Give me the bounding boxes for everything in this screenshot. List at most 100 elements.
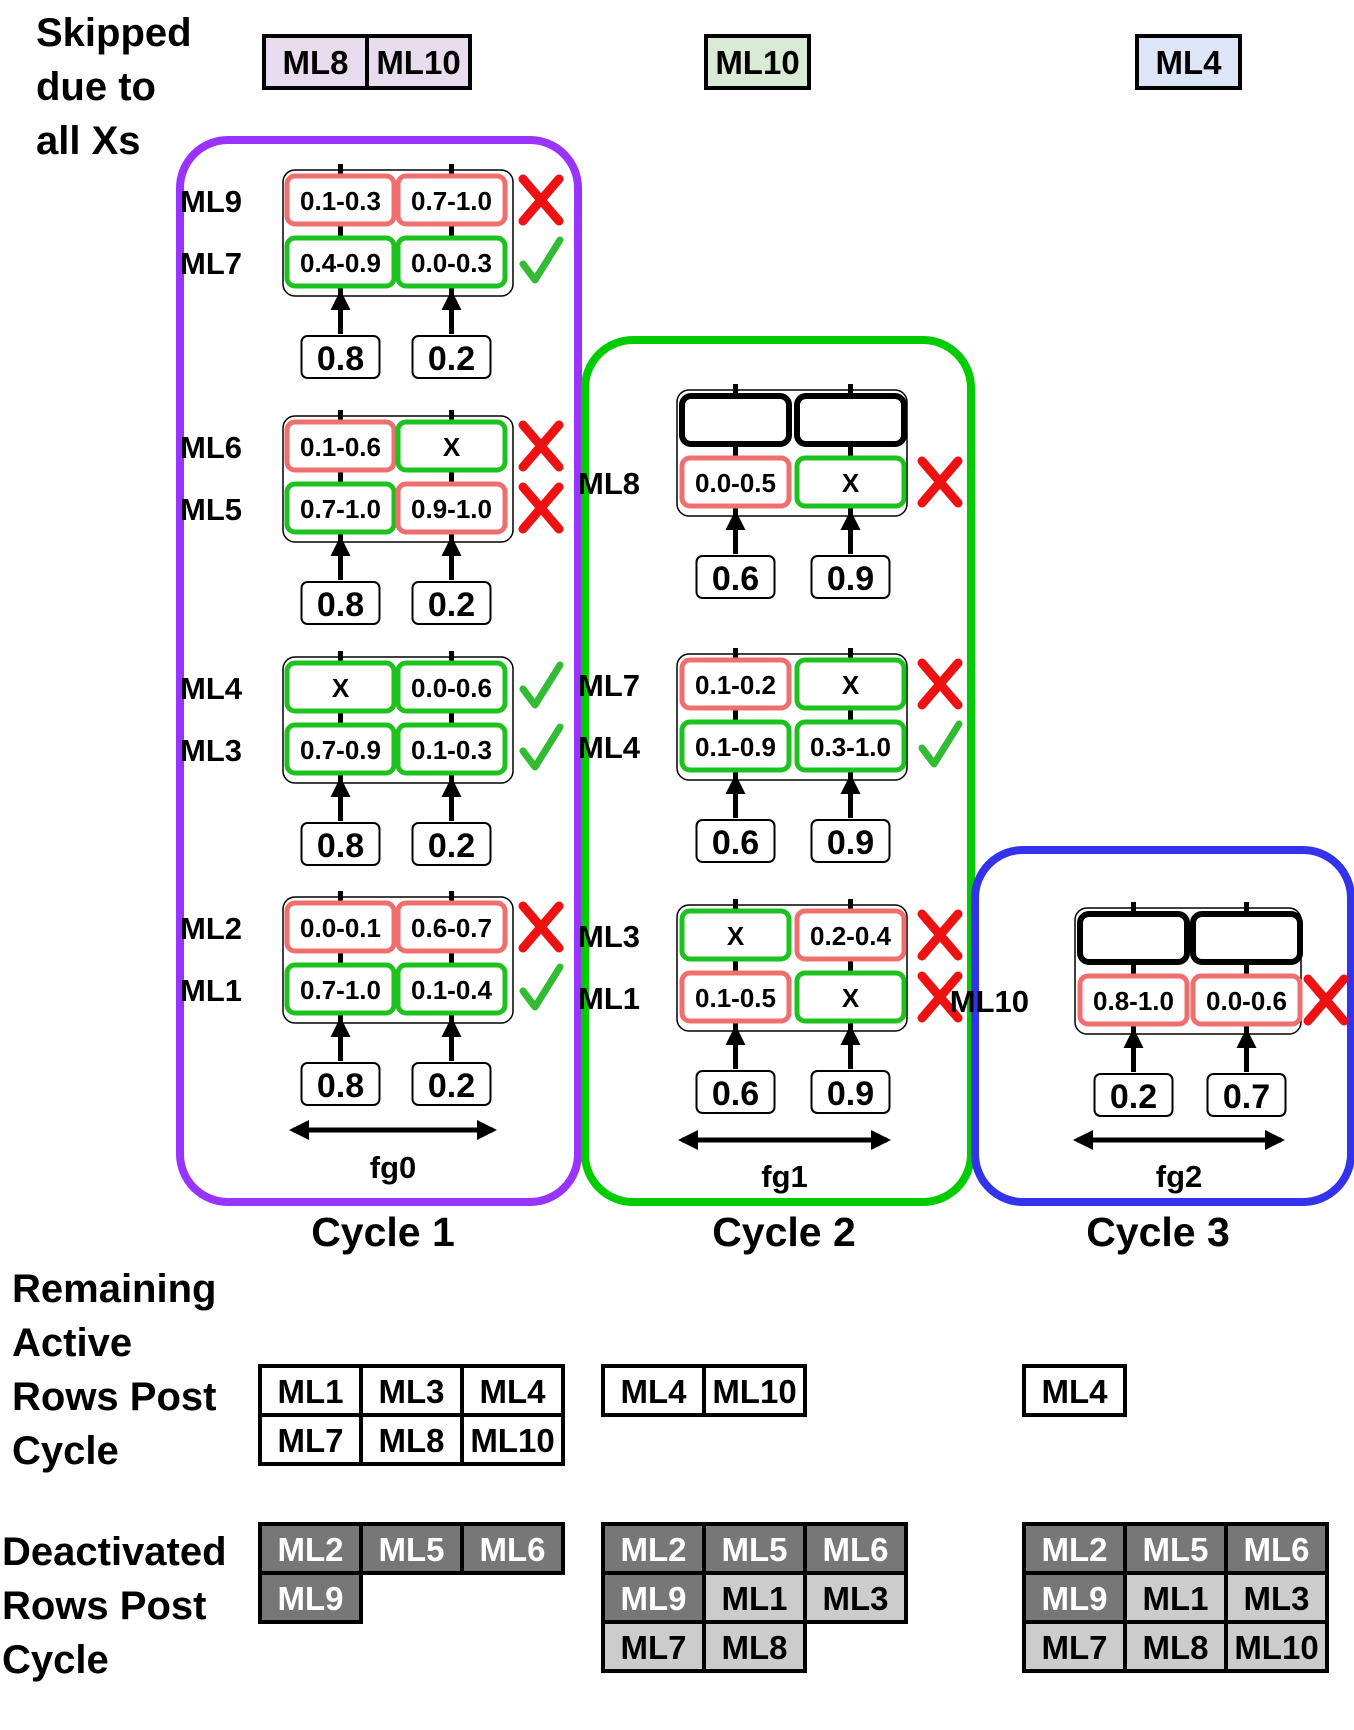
empty-cell [1190,911,1303,965]
empty-cell [794,393,907,447]
input-value: 0.2 [428,586,475,624]
remaining-row-label: ML3 [379,1373,445,1410]
range-cell-match [395,722,508,776]
deactivated-row-label: ML10 [1234,1629,1318,1666]
deactivated-row-box-prior [601,1522,706,1575]
input-value: 0.8 [317,586,364,624]
deactivated-row-label: ML7 [621,1629,687,1666]
input-value-box [1093,1073,1174,1117]
range-cell-match [395,419,508,473]
fg-label-0: fg0 [370,1150,417,1185]
cross-icon [917,971,963,1023]
range-cell-text: 0.3-1.0 [810,732,891,762]
matrix-frame [676,904,908,1032]
matrix-frame [282,896,514,1024]
deactivated-row-label: ML8 [722,1629,788,1666]
deactivated-row-box-prior [460,1522,565,1575]
deactivated-row-label: ML1 [1143,1580,1209,1617]
range-cell-text: 0.6-0.7 [411,913,492,943]
row-label: ML7 [180,246,242,281]
matrix-frame [282,656,514,784]
remaining-row-box [258,1413,363,1466]
matrix-frame [676,653,908,781]
range-cell-text: X [842,670,860,700]
remaining-row-label: ML1 [278,1373,344,1410]
remaining-row-box [460,1364,565,1417]
input-value-box [695,1070,776,1114]
matrix-frame [1074,907,1302,1035]
range-cell-mismatch [1190,973,1303,1027]
remaining-row-label: ML10 [712,1373,796,1410]
row-label: ML5 [180,492,242,527]
input-value: 0.2 [428,1067,475,1105]
range-cell-match [284,481,397,535]
skipped-row-box [1135,34,1242,90]
range-cell-text: 0.0-0.1 [300,913,381,943]
range-cell-text: 0.1-0.9 [695,732,776,762]
skipped-label-line1: Skipped [36,11,192,55]
cross-icon [518,901,564,953]
range-cell-match [395,660,508,714]
range-cell-text: X [842,468,860,498]
skipped-row-label: ML4 [1156,44,1223,81]
input-value-box [810,555,891,599]
check-icon [519,963,564,1011]
deactivated-row-label: ML7 [1042,1629,1108,1666]
deactivated-row-label: ML8 [1143,1629,1209,1666]
range-cell-text: 0.1-0.3 [300,186,381,216]
input-value: 0.9 [827,1075,874,1113]
range-cell-match [284,660,397,714]
range-cell-mismatch [679,657,792,711]
remaining-row-box [702,1364,807,1417]
remaining-label-line4: Cycle [12,1429,119,1473]
cross-icon [518,482,564,534]
cycle-3-frame [971,846,1354,1206]
range-cell-match [794,657,907,711]
range-cell-match [794,970,907,1024]
skipped-label-line3: all Xs [36,119,141,163]
matrix-frame [676,389,908,517]
input-value: 0.2 [1110,1078,1157,1116]
row-label: ML4 [578,730,641,765]
range-cell-match [794,719,907,773]
range-cell-text: 0.9-1.0 [411,494,492,524]
range-cell-match [284,962,397,1016]
deactivated-row-box-prior [1022,1571,1127,1624]
input-value: 0.9 [827,824,874,862]
range-cell-text: 0.1-0.3 [411,735,492,765]
range-cell-mismatch [284,900,397,954]
skipped-row-box [262,34,369,90]
cross-icon [917,909,963,961]
deactivated-label-line1: Deactivated [2,1530,227,1574]
range-cell-mismatch [395,900,508,954]
row-label: ML1 [180,973,242,1008]
empty-cell [1077,911,1190,965]
cross-icon [917,456,963,508]
deactivated-row-box-new [1123,1620,1228,1673]
input-value-box [810,819,891,863]
deactivated-row-label: ML2 [278,1531,344,1568]
cross-stroke-b [518,901,564,953]
input-value: 0.8 [317,1067,364,1105]
range-cell-text: 0.7-1.0 [411,186,492,216]
cross-stroke-b [1303,974,1349,1026]
range-cell-text: 0.8-1.0 [1093,986,1174,1016]
cycle-2-label: Cycle 2 [712,1209,856,1255]
range-cell-text: 0.0-0.5 [695,468,776,498]
input-value-box [300,335,381,379]
cycle-3-label: Cycle 3 [1086,1209,1230,1255]
cross-icon [518,174,564,226]
range-cell-mismatch [395,481,508,535]
range-cell-match [794,455,907,509]
matrix-frame [282,415,514,543]
range-cell-mismatch [1077,973,1190,1027]
remaining-row-box [359,1413,464,1466]
range-cell-match [679,719,792,773]
remaining-row-box [601,1364,706,1417]
cycle-1-label: Cycle 1 [311,1209,455,1255]
range-cell-text: 0.1-0.2 [695,670,776,700]
deactivated-label-line3: Cycle [2,1638,109,1682]
range-cell-match [395,962,508,1016]
